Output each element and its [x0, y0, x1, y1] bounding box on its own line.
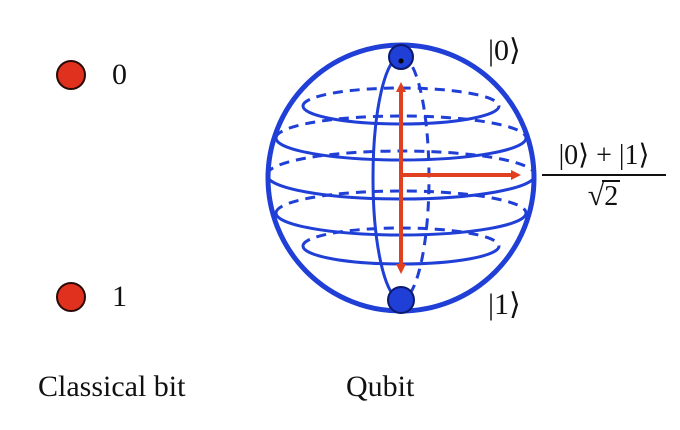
classical-state-0-dot [56, 60, 86, 90]
latitude-line-lower-mid-back [274, 189, 528, 214]
state-vectors [396, 82, 521, 274]
ket-one-label: |1⟩ [488, 288, 521, 321]
classical-state-0-label: 0 [112, 58, 127, 91]
radicand: 2 [602, 180, 621, 212]
superposition-denominator: √2 [587, 176, 621, 212]
classical-state-1-label: 1 [112, 280, 127, 313]
meridian-front [371, 54, 402, 302]
square-root: √2 [587, 179, 621, 212]
latitude-line-upper-mid-back [274, 114, 528, 139]
north-pole-center [398, 58, 404, 64]
classical-bit-caption: Classical bit [38, 370, 186, 403]
superposition-label: |0⟩ + |1⟩ √2 [540, 142, 668, 211]
radical-sign: √ [587, 179, 605, 212]
superposition-numerator: |0⟩ + |1⟩ [558, 140, 650, 171]
meridian-back [400, 54, 431, 302]
north-pole-dot [388, 44, 414, 70]
south-pole-dot [387, 286, 415, 314]
sphere-meridian [371, 54, 431, 302]
qubit-caption: Qubit [346, 370, 415, 403]
classical-state-1-dot [56, 282, 86, 312]
fraction-bar [542, 174, 666, 176]
ket-zero-label: |0⟩ [488, 34, 521, 67]
